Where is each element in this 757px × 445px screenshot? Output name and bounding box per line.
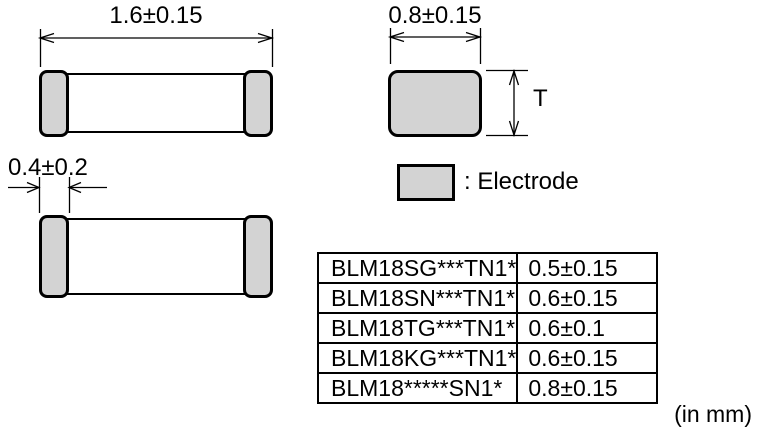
electrode-width-dimension-arrow [8,177,107,213]
electrode-left [39,215,69,298]
electrode-right [243,70,273,137]
thickness-value-cell: 0.5±0.15 [516,252,659,284]
chip-side-view-bottom [39,215,273,298]
thickness-value-cell: 0.6±0.15 [516,282,659,314]
legend-label: : Electrode [464,168,579,195]
chip-end-view [388,70,482,137]
electrode-width-dimension-label: 0.4±0.2 [8,154,88,181]
part-number-cell: BLM18TG***TN1* [316,312,519,344]
table-row: BLM18TG***TN1* 0.6±0.1 [316,312,659,344]
part-number-cell: BLM18*****SN1* [316,372,519,404]
length-dimension-label: 1.6±0.15 [109,2,203,29]
table-row: BLM18SN***TN1* 0.6±0.15 [316,282,659,314]
width-dimension-arrow [387,28,483,64]
thickness-dimension-arrow [486,68,528,138]
part-number-cell: BLM18SG***TN1* [316,252,519,284]
chip-body [53,73,259,133]
part-number-cell: BLM18SN***TN1* [316,282,519,314]
part-number-cell: BLM18KG***TN1* [316,342,519,374]
chip-body [53,218,259,295]
thickness-table: BLM18SG***TN1* 0.5±0.15 BLM18SN***TN1* 0… [316,252,659,404]
thickness-value-cell: 0.6±0.1 [516,312,659,344]
electrode-swatch [397,164,455,201]
thickness-value-cell: 0.6±0.15 [516,342,659,374]
thickness-value-cell: 0.8±0.15 [516,372,659,404]
electrode-left [39,70,69,137]
width-dimension-label: 0.8±0.15 [388,2,482,29]
table-row: BLM18SG***TN1* 0.5±0.15 [316,252,659,284]
length-dimension-arrow [37,29,275,67]
table-row: BLM18*****SN1* 0.8±0.15 [316,372,659,404]
units-note: (in mm) [674,401,752,427]
chip-side-view-top [39,70,273,137]
electrode-right [243,215,273,298]
table-row: BLM18KG***TN1* 0.6±0.15 [316,342,659,374]
thickness-symbol-label: T [533,85,548,112]
